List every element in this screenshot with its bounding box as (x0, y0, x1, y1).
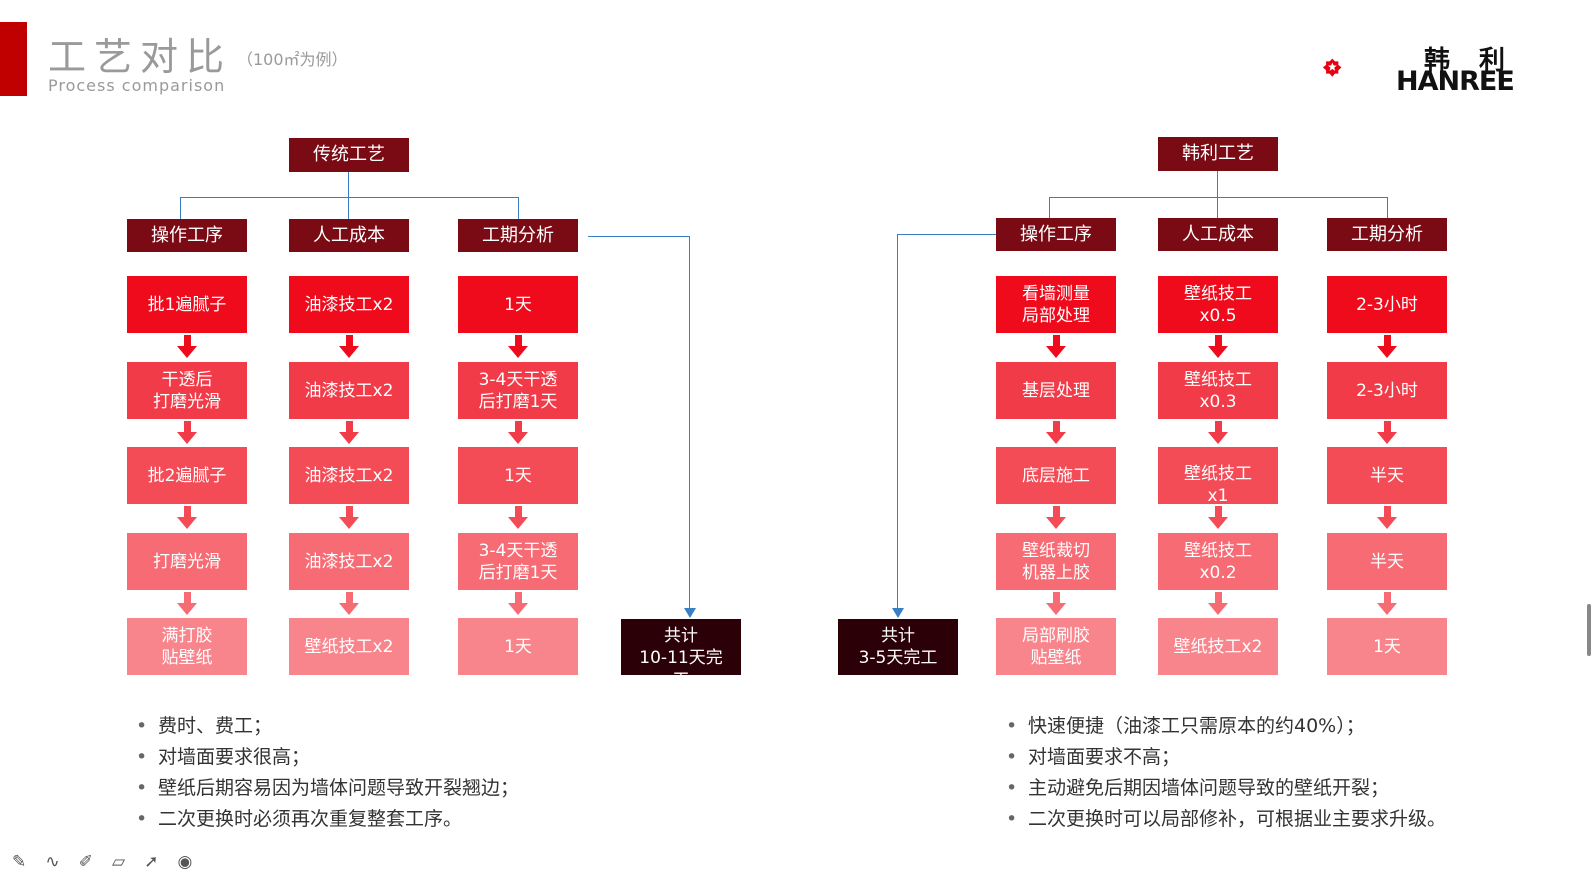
step-box: 1天 (458, 618, 578, 675)
step-box: 壁纸技工x2 (1158, 618, 1278, 675)
pen-icon[interactable]: ✎ (12, 852, 27, 872)
step-box: 壁纸技工 x0.5 (1158, 276, 1278, 333)
connector-line (1387, 197, 1388, 219)
step-box: 1天 (458, 447, 578, 504)
title-accent-bar (0, 22, 27, 96)
hanree-process-title: 韩利工艺 (1158, 137, 1278, 171)
hanree-logo (1322, 58, 1342, 77)
pointer-icon[interactable]: ➚ (144, 852, 159, 872)
logo-chinese-text: 韩 利 (1424, 46, 1516, 76)
connector-arrow-head (684, 608, 696, 618)
page-title: 工艺对比 (48, 35, 233, 79)
bullet-item: •壁纸后期容易因为墙体问题导致开裂翘边； (136, 777, 520, 799)
page-subtitle: Process comparison (48, 76, 226, 95)
connector-line (689, 236, 690, 614)
step-box: 油漆技工x2 (289, 362, 409, 419)
connector-line (348, 171, 349, 198)
column-header-labor-cost: 人工成本 (289, 219, 409, 252)
step-box: 3-4天干透 后打磨1天 (458, 362, 578, 419)
connector-line (1049, 197, 1050, 219)
connector-line (1049, 197, 1388, 198)
eraser-icon[interactable]: ▱ (112, 852, 126, 872)
step-box: 壁纸技工 x0.2 (1158, 533, 1278, 590)
step-box: 看墙测量 局部处理 (996, 276, 1116, 333)
scroll-handle[interactable] (1587, 604, 1591, 656)
bullet-item: •对墙面要求不高； (1006, 746, 1181, 768)
step-box: 基层处理 (996, 362, 1116, 419)
step-box: 2-3小时 (1327, 362, 1447, 419)
hanree-bullet-list: •快速便捷（油漆工只需原本的约40%）； •对墙面要求不高； •主动避免后期因墙… (1006, 711, 1446, 835)
step-box: 半天 (1327, 533, 1447, 590)
step-box: 油漆技工x2 (289, 276, 409, 333)
step-box: 油漆技工x2 (289, 447, 409, 504)
connector-line (1217, 171, 1218, 198)
hanree-total-box: 共计 3-5天完工 (838, 619, 958, 675)
column-header-operation: 操作工序 (996, 218, 1116, 251)
step-box: 壁纸技工 x1 (1158, 447, 1278, 504)
traditional-total-box: 共计 10-11天完 工 (621, 619, 741, 675)
connector-line (348, 197, 349, 219)
connector-line (518, 197, 519, 219)
traditional-bullet-list: •费时、费工； •对墙面要求很高； •壁纸后期容易因为墙体问题导致开裂翘边； •… (136, 711, 519, 835)
step-box: 油漆技工x2 (289, 533, 409, 590)
page-title-note: （100㎡为例） (237, 50, 348, 69)
connector-line (588, 236, 690, 237)
step-box: 1天 (1327, 618, 1447, 675)
step-box: 2-3小时 (1327, 276, 1447, 333)
step-box: 打磨光滑 (127, 533, 247, 590)
bullet-item: •二次更换时可以局部修补，可根据业主要求升级。 (1006, 808, 1447, 830)
presentation-toolbar: ✎ ∿ ✐ ▱ ➚ ◉ (12, 852, 206, 872)
bullet-item: •费时、费工； (136, 715, 273, 737)
bullet-item: •二次更换时必须再次重复整套工序。 (136, 808, 463, 830)
logo-english-text: HANREE (1396, 66, 1515, 97)
step-box: 壁纸裁切 机器上胶 (996, 533, 1116, 590)
connector-arrow-head (892, 608, 904, 618)
bullet-item: •快速便捷（油漆工只需原本的约40%）； (1006, 715, 1365, 737)
connector-line (180, 197, 181, 219)
connector-line (897, 234, 898, 614)
column-header-labor-cost: 人工成本 (1158, 218, 1278, 251)
step-box: 批2遍腻子 (127, 447, 247, 504)
step-box: 1天 (458, 276, 578, 333)
step-box: 批1遍腻子 (127, 276, 247, 333)
record-icon[interactable]: ◉ (177, 852, 193, 872)
column-header-schedule: 工期分析 (458, 219, 578, 252)
step-box: 3-4天干透 后打磨1天 (458, 533, 578, 590)
connector-line (1217, 197, 1218, 219)
step-box: 满打胶 贴壁纸 (127, 618, 247, 675)
connector-line (897, 234, 996, 235)
column-header-schedule: 工期分析 (1327, 218, 1447, 251)
bullet-item: •对墙面要求很高； (136, 746, 311, 768)
step-box: 半天 (1327, 447, 1447, 504)
column-header-operation: 操作工序 (127, 219, 247, 252)
step-box: 底层施工 (996, 447, 1116, 504)
step-box: 壁纸技工 x0.3 (1158, 362, 1278, 419)
curve-icon[interactable]: ∿ (45, 852, 60, 872)
traditional-process-title: 传统工艺 (289, 138, 409, 172)
step-box: 干透后 打磨光滑 (127, 362, 247, 419)
highlighter-icon[interactable]: ✐ (78, 852, 93, 872)
bullet-item: •主动避免后期因墙体问题导致的壁纸开裂； (1006, 777, 1390, 799)
step-box: 壁纸技工x2 (289, 618, 409, 675)
connector-line (180, 197, 519, 198)
step-box: 局部刷胶 贴壁纸 (996, 618, 1116, 675)
